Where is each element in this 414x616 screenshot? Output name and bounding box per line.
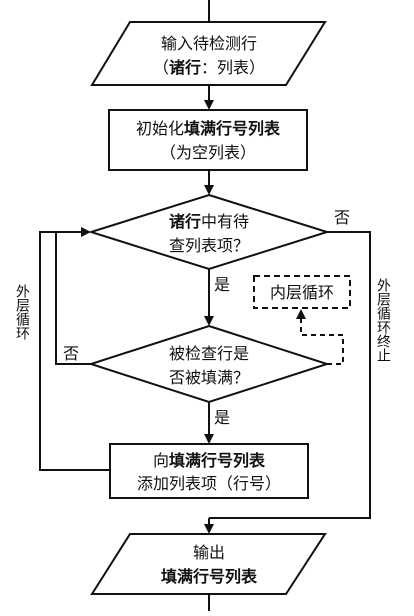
d2-no-label: 否 xyxy=(63,344,79,363)
outer-loop-end-label: 外层循环终止 xyxy=(375,278,391,362)
append-line1: 向填满行号列表 xyxy=(153,451,266,470)
output-line2: 填满行号列表 xyxy=(161,567,258,586)
init-line1: 初始化填满行号列表 xyxy=(136,119,281,138)
decision1-line2: 查列表项？ xyxy=(169,236,249,255)
append-box xyxy=(109,443,309,499)
decision2-diamond xyxy=(87,324,331,404)
inner-loop-label: 内层循环 xyxy=(270,283,334,302)
edge-outer-loop xyxy=(39,231,110,471)
decision2-line2: 否被填满？ xyxy=(169,368,249,387)
edge-d1-no xyxy=(209,231,371,519)
init-line2: （为空列表） xyxy=(160,143,256,162)
decision1-line1: 诸行中有待 xyxy=(169,212,249,231)
d1-yes-label: 是 xyxy=(214,275,230,294)
inner-loop-box xyxy=(253,275,351,309)
inner-loop-dashed-edge xyxy=(296,309,344,365)
output-line1: 输出 xyxy=(193,543,225,562)
append-line2: 添加列表项（行号） xyxy=(137,474,281,493)
init-box xyxy=(108,109,308,171)
output-parallelogram xyxy=(90,533,327,595)
decision1-diamond xyxy=(87,193,331,271)
outer-loop-left-label: 外层循环 xyxy=(14,284,30,340)
input-parallelogram xyxy=(90,21,327,86)
edge-d2-no xyxy=(55,227,91,365)
d1-no-label: 否 xyxy=(334,208,350,227)
input-line2: （诸行：列表） xyxy=(153,58,265,77)
d2-yes-label: 是 xyxy=(214,408,230,427)
decision2-line1: 被检查行是 xyxy=(169,344,249,363)
input-line1: 输入待检测行 xyxy=(161,34,257,53)
